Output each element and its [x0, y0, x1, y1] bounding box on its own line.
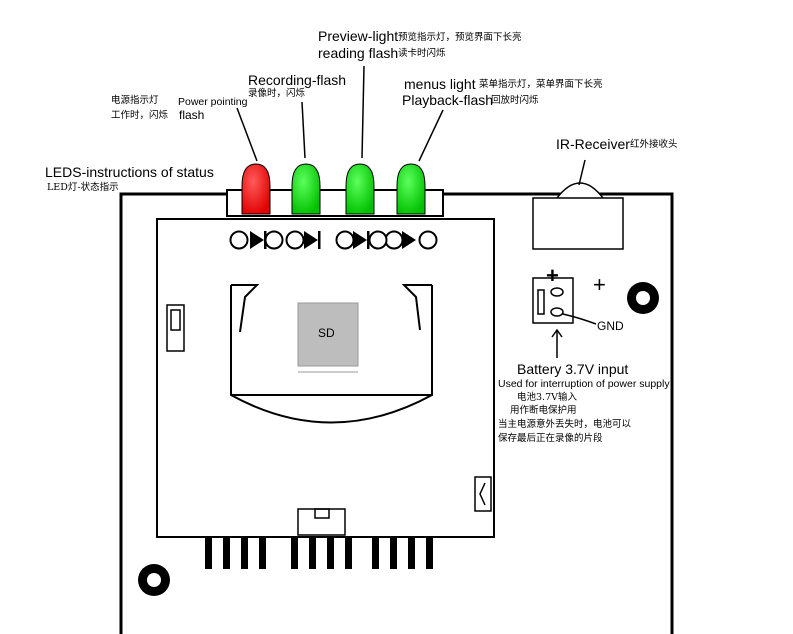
mount-hole-left [138, 564, 170, 596]
leds-title: LEDS-instructions of status [45, 164, 214, 180]
battery-note-zh-3: 当主电源意外丢失时，电池可以 [498, 419, 632, 430]
side-switch-right [474, 476, 492, 512]
battery-title: Battery 3.7V input [517, 361, 629, 377]
sd-card [297, 302, 359, 367]
reading-label: reading flash [318, 45, 399, 61]
power-label-zh-2: 工作时，闪烁 [111, 110, 169, 121]
power-label-2: flash [179, 108, 205, 122]
battery-note-zh-1: 电池3.7V输入 [517, 392, 577, 403]
battery-plus-right: + [593, 272, 606, 297]
led-recording [291, 163, 321, 215]
ir-receiver [532, 182, 624, 250]
side-switch-left [166, 304, 185, 352]
led-playback [396, 163, 426, 215]
recording-label-zh: 录像时，闪烁 [248, 88, 306, 99]
sd-label: SD [318, 326, 335, 340]
ir-receiver-label-zh: 红外接收头 [630, 139, 678, 150]
preview-label: Preview-light [318, 28, 399, 44]
ir-receiver-label: IR-Receiver [556, 136, 630, 152]
menus-label-zh: 菜单指示灯，菜单界面下长亮 [479, 79, 603, 90]
gnd-label: GND [597, 319, 624, 333]
leds-title-zh: LED灯-状态指示 [47, 182, 119, 193]
battery-plus-top: + [546, 263, 559, 288]
battery-note-zh-4: 保存最后正在录像的片段 [498, 433, 603, 444]
reading-label-zh: 读卡时闪烁 [398, 48, 446, 59]
bottom-pins [205, 538, 433, 569]
power-label-zh-1: 电源指示灯 [111, 95, 159, 106]
gnd-leader-line [562, 313, 597, 325]
mount-hole-right [627, 282, 659, 314]
recording-label: Recording-flash [248, 72, 347, 88]
preview-label-zh: 预览指示灯，预览界面下长亮 [398, 32, 522, 43]
led-power [241, 163, 271, 215]
led-preview [345, 163, 375, 215]
pin-arrows [250, 230, 416, 250]
battery-note: Used for interruption of power supply [498, 378, 670, 390]
leader-lines [236, 65, 444, 162]
ir-leader-line [578, 159, 586, 186]
playback-label: Playback-flash [402, 92, 494, 108]
battery-note-zh-2: 用作断电保护用 [510, 405, 577, 416]
bottom-connector [297, 508, 346, 536]
pcb-board [119, 192, 674, 634]
menus-label: menus light [404, 76, 476, 92]
playback-label-zh: 回放时闪烁 [491, 95, 539, 106]
camera-module [156, 218, 495, 538]
power-label-1: Power pointing [178, 96, 248, 108]
sd-card-slot [230, 284, 433, 424]
